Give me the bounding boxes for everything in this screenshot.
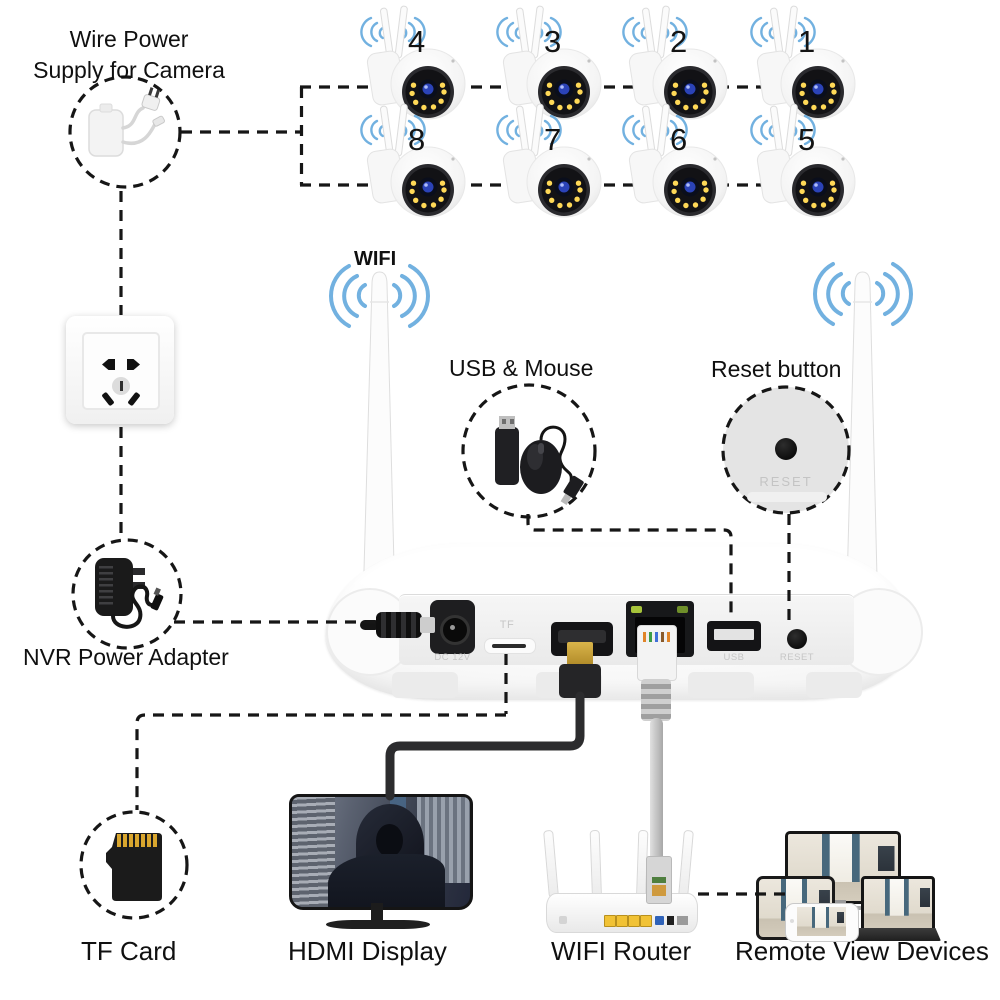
lan-led-left	[631, 606, 642, 613]
reset-port-button	[787, 629, 807, 649]
reset-button-label: Reset button	[711, 356, 842, 382]
wall-socket	[66, 316, 174, 424]
camera-7: 7	[494, 102, 619, 234]
router-lan-port	[628, 915, 640, 927]
camera-2: 2	[620, 4, 745, 136]
ethernet-boot	[641, 679, 671, 721]
reset-zoom-seam	[747, 492, 827, 502]
router-wan-port	[655, 916, 664, 925]
camera-number: 1	[798, 24, 816, 59]
ethernet-cable	[650, 718, 663, 862]
camera-number: 6	[670, 122, 688, 157]
tf-port-label: TF	[499, 619, 515, 631]
wifi-router-body	[546, 893, 698, 933]
power-splitter-icon	[88, 87, 165, 157]
wire-power-line2: Supply for Camera	[33, 57, 225, 83]
nvr-foot	[392, 672, 458, 698]
dc-port-label: DC 12V	[434, 652, 471, 663]
wifi-signal-icon	[329, 262, 913, 328]
camera-number: 3	[544, 24, 562, 59]
nvr-foot	[806, 672, 862, 698]
ethernet-router-connector	[646, 856, 672, 904]
dc-plug-cable	[360, 620, 380, 630]
remote-laptop-base	[849, 928, 941, 941]
camera-number: 4	[408, 24, 426, 59]
usb-and-mouse-icon	[495, 416, 584, 506]
remote-laptop-screen	[861, 876, 935, 933]
tf-card-slot	[484, 638, 536, 654]
tf-card-label: TF Card	[81, 936, 177, 966]
wifi-label: WIFI	[354, 248, 397, 270]
tf-callout-circle	[79, 810, 189, 920]
nvr-power-adapter-icon	[95, 558, 164, 629]
camera-number: 8	[408, 122, 426, 157]
camera-3: 3	[494, 4, 619, 136]
socket-ground-hole	[112, 377, 130, 395]
remote-phone	[785, 903, 859, 942]
router-lan-port	[604, 915, 616, 927]
socket-slot	[102, 359, 115, 370]
reset-port-label: RESET	[779, 652, 815, 663]
hooded-figure-body	[327, 854, 446, 907]
wire-power-callout-circle	[68, 75, 182, 189]
ethernet-rj45-plug	[637, 625, 677, 681]
remote-view-devices-label: Remote View Devices	[735, 936, 989, 966]
usb-mouse-callout-circle	[461, 383, 597, 519]
wifi-router-label: WIFI Router	[551, 936, 692, 966]
camera-number: 7	[544, 122, 562, 157]
dc-power-plug	[376, 612, 422, 638]
dc-power-jack	[430, 600, 475, 654]
camera-4: 4	[358, 4, 483, 136]
wire-power-line1: Wire Power	[69, 26, 189, 52]
reset-zoom-button	[775, 438, 797, 460]
nvr-left-antenna	[362, 271, 396, 607]
nvr-foot	[688, 672, 754, 698]
usb-port-label: USB	[723, 652, 745, 663]
router-lan-port	[640, 915, 652, 927]
camera-number: 5	[798, 122, 816, 157]
tf-card-icon	[106, 833, 162, 901]
monitor-base	[326, 920, 430, 929]
camera-5: 5	[748, 102, 873, 234]
adapter-callout-circle	[71, 538, 183, 650]
camera-8: 8	[358, 102, 483, 234]
hdmi-connector-gold	[567, 642, 593, 666]
router-lan-port	[616, 915, 628, 927]
camera-6: 6	[620, 102, 745, 234]
socket-slot	[127, 359, 140, 370]
camera-1: 1	[748, 4, 873, 136]
camera-number: 2	[670, 24, 688, 59]
hdmi-display-label: HDMI Display	[288, 936, 447, 966]
usb-mouse-label: USB & Mouse	[449, 355, 594, 381]
wire-power-label: Wire Power Supply for Camera	[8, 24, 250, 86]
nvr-power-adapter-label: NVR Power Adapter	[23, 644, 229, 670]
lan-led-right	[677, 606, 688, 613]
monitor-stand	[371, 903, 383, 922]
usb-port	[707, 621, 761, 651]
reset-zoom-label: RESET	[759, 474, 813, 489]
dc-plug-tip	[420, 617, 435, 633]
